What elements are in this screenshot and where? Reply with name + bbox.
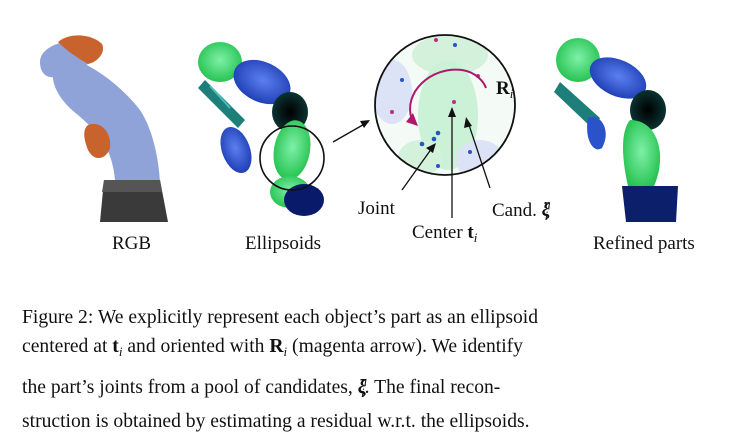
- caption-math-R: R: [269, 336, 284, 357]
- ellipsoids-robot-image: [198, 42, 325, 216]
- figure-illustration: RGB Ellipsoids Refined parts Joint Cente…: [40, 34, 695, 254]
- label-joint: Joint: [358, 198, 395, 219]
- caption-text: and oriented with: [122, 336, 270, 357]
- caption-math-sub: i: [361, 385, 365, 400]
- label-rotation: Ri: [496, 78, 513, 102]
- caption-line-3: the part’s joints from a pool of candida…: [22, 366, 734, 407]
- zoom-arrow: [332, 120, 370, 143]
- label-center: Center ti: [412, 222, 477, 246]
- label-refined-parts: Refined parts: [593, 233, 695, 254]
- label-rotation-sub: i: [509, 86, 514, 101]
- figure-caption: Figure 2: We explicitly represent each o…: [22, 303, 734, 436]
- label-ellipsoids: Ellipsoids: [245, 233, 322, 254]
- caption-math-xi: ξ: [357, 377, 367, 398]
- caption-text: . The final recon-: [364, 377, 501, 398]
- label-cand: Cand. ξni: [492, 196, 551, 224]
- caption-text: the part’s joints from a pool of candida…: [22, 377, 358, 398]
- caption-text: struction is obtained by estimating a re…: [22, 411, 530, 432]
- label-cand-text: Cand.: [492, 200, 537, 221]
- label-rgb: RGB: [112, 233, 152, 254]
- caption-math-sub: i: [118, 344, 123, 359]
- label-center-symbol: t: [467, 222, 474, 243]
- label-center-text: Center: [412, 222, 463, 243]
- figure-svg: [40, 34, 678, 222]
- label-cand-symbol: ξ: [541, 200, 551, 221]
- label-cand-sub: i: [544, 208, 549, 223]
- caption-text: (magenta arrow). We identify: [287, 336, 523, 357]
- label-cand-sup: n: [544, 196, 551, 211]
- rgb-robot-image: [40, 35, 168, 222]
- caption-line-1: Figure 2: We explicitly represent each o…: [22, 303, 734, 332]
- refined-parts-robot-image: [554, 38, 678, 222]
- caption-math-sub: i: [283, 344, 288, 359]
- label-center-sub: i: [473, 230, 478, 245]
- caption-math-sup: n: [360, 373, 368, 388]
- caption-text: Figure 2: We explicitly represent each o…: [22, 307, 539, 328]
- caption-line-4: struction is obtained by estimating a re…: [22, 407, 734, 436]
- label-rotation-symbol: R: [496, 78, 510, 99]
- zoom-circle: [374, 34, 516, 218]
- caption-text: centered at: [22, 336, 113, 357]
- caption-line-2: centered at ti and oriented with Ri (mag…: [22, 332, 734, 366]
- caption-math-t: t: [112, 336, 119, 357]
